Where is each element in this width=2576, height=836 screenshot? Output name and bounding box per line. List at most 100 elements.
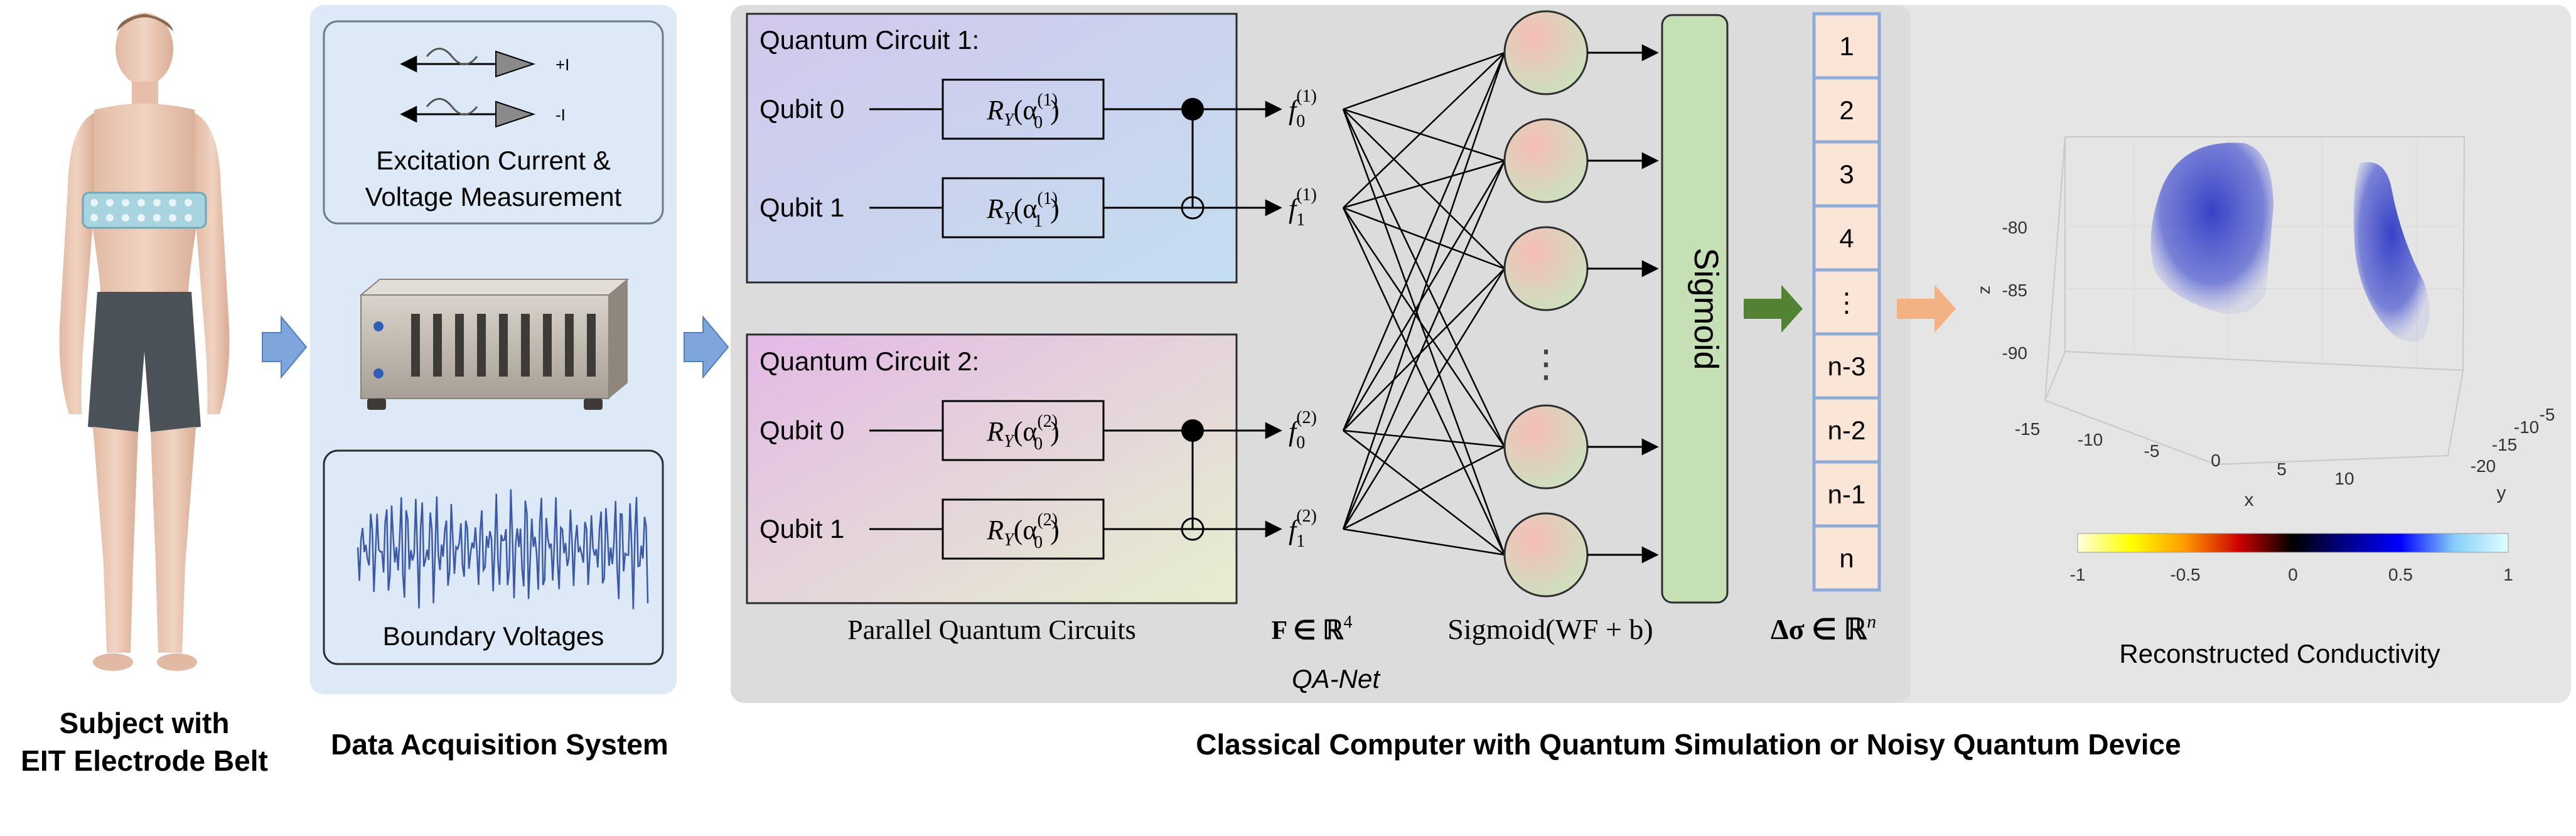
right-lung-volume (2353, 162, 2430, 342)
output-vector: 1 2 3 4 ⋮ n-3 n-2 n-1 n (1812, 12, 1881, 592)
subject-right-arm (195, 113, 230, 414)
connection-line (1343, 528, 1505, 556)
output-cell (1812, 332, 1881, 400)
connection-line (1343, 52, 1505, 208)
z-tick: -85 (2002, 281, 2027, 300)
output-cell (1812, 204, 1881, 272)
circuits-caption: Parallel Quantum Circuits (847, 614, 1135, 645)
output-cell (1812, 524, 1881, 592)
neuron-ellipsis: ⋮ (1527, 343, 1565, 385)
circuit-1-qubit-0-label: Qubit 0 (759, 94, 844, 124)
x-axis-label: x (2245, 490, 2254, 510)
output-cell-label: n-2 (1828, 415, 1866, 445)
output-cell (1812, 12, 1881, 80)
belt-electrodes (90, 199, 192, 222)
output-cell-label: 4 (1839, 223, 1854, 253)
subject-shorts (88, 292, 201, 433)
x-tick: -15 (2015, 419, 2040, 439)
gate-label-c2-q0: RY(α(2)0) (986, 412, 1060, 454)
neuron (1503, 226, 1589, 311)
circuit-2-title: Quantum Circuit 2: (759, 346, 979, 376)
z-axis-label: z (1974, 286, 1994, 294)
sigmoid-block-label: Sigmoid (1687, 247, 1725, 370)
subject-figure (59, 13, 230, 671)
output-cell (1812, 460, 1881, 528)
boundary-voltage-signal (357, 489, 649, 609)
connection-line (1343, 108, 1505, 162)
output-cell-label: n-3 (1828, 351, 1866, 381)
circuit-2-qubit-1-label: Qubit 1 (759, 514, 844, 544)
output-cell (1812, 396, 1881, 464)
neuron (1503, 10, 1589, 95)
subject-neck (132, 82, 158, 107)
y-tick: -20 (2471, 456, 2496, 476)
arrow-subject-to-daq (262, 315, 308, 379)
output-cell-label: 1 (1839, 31, 1854, 61)
neuron (1503, 404, 1589, 490)
minus-current-label: -I (555, 105, 566, 124)
circuit-1-title: Quantum Circuit 1: (759, 25, 979, 55)
gate-label-c1-q0: RY(α(1)0) (986, 90, 1060, 132)
neuron-layer (1503, 10, 1589, 598)
colorbar-tick: 0.5 (2388, 565, 2413, 584)
connection-line (1343, 429, 1505, 448)
left-lung-volume (2150, 142, 2273, 314)
z-tick: -80 (2002, 218, 2027, 237)
conductivity-plot (2044, 136, 2466, 466)
x-tick: 5 (2277, 459, 2287, 479)
subject-hair (117, 14, 173, 31)
output-cell-label: n-1 (1828, 480, 1866, 509)
colorbar-tick: 0 (2288, 565, 2298, 584)
output-cell-label: n (1839, 544, 1854, 573)
subject-head (115, 13, 173, 85)
qanet-label: QA-Net (1292, 664, 1381, 694)
output-cell-label: 2 (1839, 95, 1854, 125)
connection-line (1342, 160, 1506, 530)
sigmoid-block (1661, 14, 1729, 604)
colorbar-tick: -0.5 (2170, 565, 2200, 584)
connection-line (1342, 52, 1506, 431)
neuron (1503, 118, 1589, 203)
subject-caption-line1: Subject with (60, 707, 230, 739)
colorbar-tick: 1 (2503, 565, 2513, 584)
neuron (1503, 512, 1589, 598)
x-tick: -5 (2144, 441, 2160, 461)
connection-line (1342, 109, 1506, 447)
classical-caption: Classical Computer with Quantum Simulati… (1196, 728, 2181, 761)
neuron-to-sigmoid-arrows (1587, 44, 1659, 564)
plus-current-label: +I (555, 55, 569, 74)
excitation-line2: Voltage Measurement (365, 182, 622, 212)
connection-line (1343, 446, 1505, 530)
subject-right-leg (151, 427, 196, 653)
orange-arrow (1897, 285, 1956, 333)
subject-left-foot (93, 653, 133, 671)
connection-line (1342, 109, 1506, 555)
subject-left-leg (93, 427, 138, 653)
gate-label-c1-q1: RY(α(1)1) (986, 189, 1060, 231)
colorbar-tick: -1 (2070, 565, 2086, 584)
daq-caption: Data Acquisition System (331, 728, 668, 761)
output-cell-label: ⋮ (1833, 287, 1860, 317)
circuit-1-qubit-1-label: Qubit 1 (759, 193, 844, 222)
connection-line (1343, 51, 1505, 110)
boundary-voltages-label: Boundary Voltages (383, 621, 604, 651)
subject-left-arm (59, 113, 94, 414)
connection-line (1343, 109, 1505, 269)
y-ticks: -5-10-15 -20 (2471, 405, 2555, 476)
y-tick: -15 (2492, 435, 2517, 454)
output-cell-label: 3 (1839, 159, 1854, 189)
dense-connections (1342, 51, 1506, 556)
x-tick: 10 (2334, 469, 2354, 488)
colorbar (2077, 533, 2509, 553)
z-ticks: -80-85-90 (2002, 218, 2027, 363)
activation-label: Sigmoid(WF + b) (1447, 613, 1653, 645)
eit-electrode-belt (82, 191, 207, 229)
connection-line (1343, 268, 1505, 431)
y-tick: -10 (2514, 417, 2539, 437)
y-axis-label: y (2497, 483, 2506, 503)
y-tick: -5 (2540, 405, 2555, 424)
subject-right-foot (157, 653, 197, 671)
feature-space-label: F ∈ ℝ4 (1272, 613, 1353, 645)
connection-line (1342, 268, 1506, 530)
